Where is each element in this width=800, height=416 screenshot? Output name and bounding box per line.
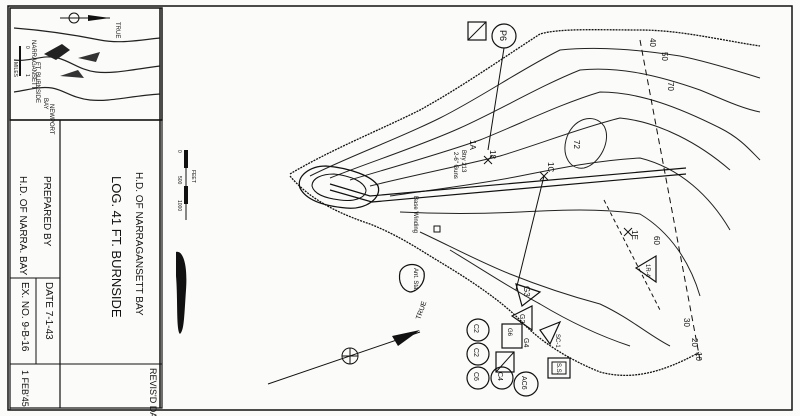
contour-40: 40 — [648, 38, 657, 47]
station-c4: C4 — [496, 372, 503, 381]
station-1r4: 1R-4 — [644, 264, 650, 278]
contour-labels: 40 50 70 72 60 30 20 10 — [572, 38, 703, 361]
scale-tick-1000: 1000 — [176, 200, 182, 211]
station-p6: P6 — [498, 30, 508, 41]
contour-72: 72 — [572, 140, 581, 149]
station-markers: P6 18 1A Btry 213 2-6" Guns 1C 1E 1R-4 B… — [398, 21, 657, 397]
note-btry: Btry 213 — [460, 150, 466, 173]
title-office: H.D. OF NARRAGANSETT BAY — [133, 172, 144, 316]
title-block: H.D. OF NARRAGANSETT BAY LOG. 41 FT. BUR… — [9, 8, 163, 416]
station-g4: G4 — [522, 338, 529, 347]
station-c2: C2 — [472, 348, 479, 357]
note-ant-sta: Ant. Sta. — [412, 268, 418, 291]
prepared-by-value: H.D. OF NARRA. BAY — [17, 176, 28, 276]
contour-20: 20 — [690, 338, 699, 347]
revised-date: 1 FEB'45 — [20, 370, 30, 407]
station-c2-top: C2 — [472, 324, 479, 333]
contour-60: 60 — [652, 236, 661, 245]
contour-50: 50 — [660, 52, 669, 61]
scale-tick-500: 500 — [176, 176, 182, 185]
inset-label-narragansett: NARRAGANSETT — [30, 40, 36, 90]
true-north-arrow: TRUE — [267, 300, 429, 385]
station-box-p6 — [467, 21, 487, 41]
title-log: LOG. 41 FT. BURNSIDE — [109, 176, 124, 318]
station-c6: C6 — [472, 372, 479, 381]
inset-scale-1: 1 — [24, 74, 30, 77]
scale-tick-0: 0 — [176, 150, 182, 153]
inset-label-bay: BAY — [42, 98, 48, 110]
true-north-label: TRUE — [415, 300, 428, 321]
inset-north-label: TRUE — [114, 22, 120, 38]
revised-label: REVIS'D DATE — [148, 368, 158, 416]
scale-unit: FEET — [190, 170, 196, 183]
inset-label-burnside: FT. BURNSIDE — [34, 62, 40, 103]
inset-scale-0: 0 — [24, 46, 30, 49]
scale-bar: 0 500 1000 FEET — [176, 150, 196, 334]
note-guns: 2-6" Guns — [452, 152, 458, 179]
station-ss: S.S. — [555, 363, 561, 375]
station-1a: 1A — [468, 140, 477, 150]
contour-30: 30 — [682, 318, 691, 327]
inset-map: TRUE NARRAGANSETT FT. BURNSIDE BAY NEWPO… — [9, 7, 163, 135]
contour-10: 10 — [694, 352, 703, 361]
date-field: DATE 7-1-43 — [43, 282, 54, 340]
station-sc1: SC-1 — [554, 334, 560, 348]
contour-70: 70 — [666, 82, 675, 91]
inset-label-miles: MILES — [12, 62, 18, 78]
sheet-border — [7, 5, 793, 411]
station-g3: G3 — [522, 286, 531, 297]
ex-no-field: EX. NO. 9-B-16 — [19, 282, 30, 352]
station-ac6: AC6 — [520, 376, 527, 390]
station-18: 18 — [488, 150, 497, 159]
note-base-winding: Base Winding — [412, 196, 418, 233]
station-1e: 1E — [630, 230, 639, 240]
site-contours — [289, 29, 761, 377]
prepared-by-label: PREPARED BY — [41, 176, 52, 247]
station-g6: G6 — [506, 328, 512, 337]
station-g2: G2 — [518, 314, 525, 323]
station-1c: 1C — [546, 162, 555, 172]
